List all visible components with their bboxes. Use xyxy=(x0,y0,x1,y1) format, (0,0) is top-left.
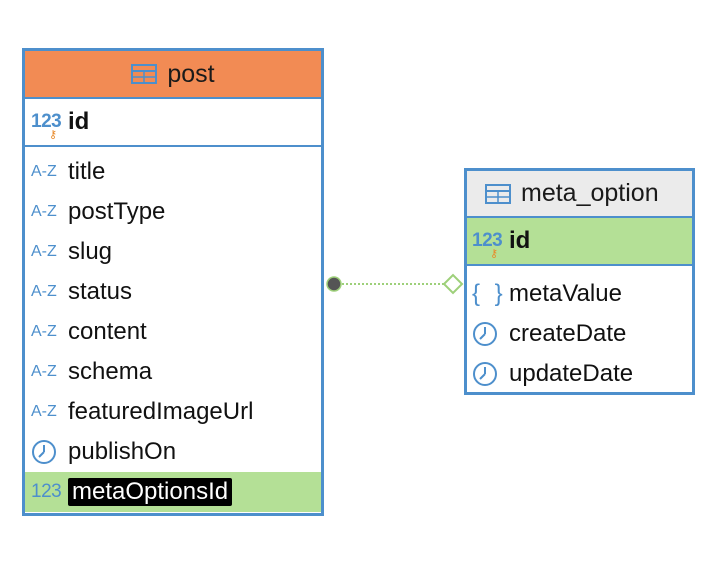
entity-header-post[interactable]: post xyxy=(25,51,321,99)
text-type-icon: A-Z xyxy=(31,163,57,180)
column-name: slug xyxy=(68,238,113,265)
column-row-meta-option-id[interactable]: 123⚷ id xyxy=(467,218,692,266)
column-row-post-title[interactable]: A-Z title xyxy=(25,152,321,192)
column-name: createDate xyxy=(509,320,627,347)
column-name: publishOn xyxy=(68,438,177,465)
entity-title-meta-option: meta_option xyxy=(521,179,659,207)
connector-target-diamond xyxy=(442,273,464,295)
column-name: updateDate xyxy=(509,360,634,387)
column-row-meta-option-metavalue[interactable]: { } metaValue xyxy=(467,274,692,314)
column-name: content xyxy=(68,318,147,345)
table-icon xyxy=(485,183,511,204)
numeric-type-icon: 123 xyxy=(31,481,62,502)
clock-icon xyxy=(31,439,64,465)
column-name: title xyxy=(68,158,106,185)
column-row-post-status[interactable]: A-Z status xyxy=(25,272,321,312)
column-name: metaValue xyxy=(509,280,622,307)
column-name: id xyxy=(68,108,90,135)
column-name: featuredImageUrl xyxy=(68,398,254,425)
column-row-post-posttype[interactable]: A-Z postType xyxy=(25,192,321,232)
column-row-post-id[interactable]: 123⚷ id xyxy=(25,99,321,147)
connector-source-dot xyxy=(326,276,342,292)
entity-header-meta-option[interactable]: meta_option xyxy=(467,171,692,218)
column-name-selected: metaOptionsId xyxy=(68,478,233,506)
clock-icon xyxy=(472,361,505,387)
column-row-post-metaoptionsid[interactable]: 123 metaOptionsId xyxy=(25,472,321,512)
entity-post[interactable]: post 123⚷ id A-Z title A-Z postType A-Z … xyxy=(22,48,324,516)
text-type-icon: A-Z xyxy=(31,203,57,220)
json-type-icon: { } xyxy=(472,280,507,307)
column-row-post-publishon[interactable]: publishOn xyxy=(25,432,321,472)
column-row-post-featuredimageurl[interactable]: A-Z featuredImageUrl xyxy=(25,392,321,432)
text-type-icon: A-Z xyxy=(31,243,57,260)
column-row-meta-option-updatedate[interactable]: updateDate xyxy=(467,354,692,394)
column-name: status xyxy=(68,278,133,305)
text-type-icon: A-Z xyxy=(31,403,57,420)
column-row-post-slug[interactable]: A-Z slug xyxy=(25,232,321,272)
entity-meta-option[interactable]: meta_option 123⚷ id { } metaValue create… xyxy=(464,168,695,395)
entity-title-post: post xyxy=(167,59,215,88)
column-row-post-schema[interactable]: A-Z schema xyxy=(25,352,321,392)
text-type-icon: A-Z xyxy=(31,363,57,380)
column-name: postType xyxy=(68,198,166,225)
column-name: schema xyxy=(68,358,153,385)
column-name: id xyxy=(509,227,531,254)
column-row-meta-option-createdate[interactable]: createDate xyxy=(467,314,692,354)
numeric-key-icon: 123⚷ xyxy=(31,111,62,141)
table-icon xyxy=(131,64,158,84)
clock-icon xyxy=(472,321,505,347)
text-type-icon: A-Z xyxy=(31,323,57,340)
column-row-post-content[interactable]: A-Z content xyxy=(25,312,321,352)
text-type-icon: A-Z xyxy=(31,283,57,300)
numeric-key-icon: 123⚷ xyxy=(472,230,503,260)
